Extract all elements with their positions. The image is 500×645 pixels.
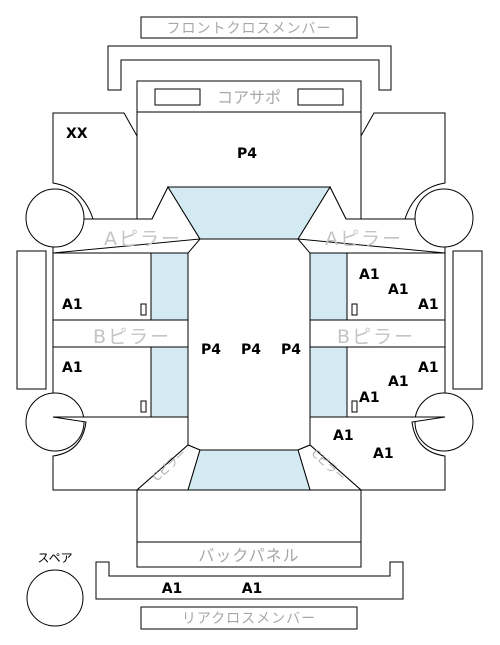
core-support-label: コアサポ <box>217 88 281 107</box>
rear-bumper-grade-2: A1 <box>242 581 263 597</box>
core-support-left-slot <box>154 88 201 106</box>
a-pillar-left-label: Aピラー <box>104 228 182 250</box>
wheel-front-left <box>25 188 85 248</box>
rear-window <box>187 449 311 491</box>
b-pillar-left <box>52 319 189 348</box>
b-pillar-left-label: Bピラー <box>93 326 171 348</box>
rear-window-left <box>150 346 189 418</box>
front-door-right <box>346 252 446 321</box>
b-pillar-right <box>309 319 446 348</box>
front-door-left-handle <box>140 303 147 316</box>
rear-cross-member-box <box>140 606 358 630</box>
roof-grade-left: P4 <box>201 342 221 358</box>
spare-label: スペア <box>37 551 72 565</box>
trunk-lid <box>136 489 362 543</box>
roof-grade-right: P4 <box>281 342 301 358</box>
front-door-right-grade-3: A1 <box>418 297 439 313</box>
rear-door-right-handle <box>351 400 358 413</box>
roof-grade-center: P4 <box>241 342 261 358</box>
rear-door-left-handle <box>140 400 147 413</box>
wheel-rear-left <box>25 392 85 452</box>
front-door-right-grade-1: A1 <box>359 267 380 283</box>
side-sill-right <box>452 250 483 390</box>
front-cross-member-label: フロントクロスメンバー <box>167 21 332 37</box>
rear-fender-right-grade-1: A1 <box>333 428 354 444</box>
front-fender-right <box>360 112 446 220</box>
core-support-right-slot <box>297 88 344 106</box>
wheel-rear-right <box>414 392 474 452</box>
back-panel <box>136 541 362 568</box>
rear-window-right <box>309 346 348 418</box>
front-door-left <box>52 252 152 321</box>
front-fender-left-grade: XX <box>66 126 88 142</box>
bonnet-grade: P4 <box>237 146 257 162</box>
side-sill-left <box>16 250 47 390</box>
front-cross-member-box <box>140 16 358 39</box>
front-door-left-grade: A1 <box>62 297 83 313</box>
rear-door-right-grade-3: A1 <box>359 390 380 406</box>
back-panel-label: バックパネル <box>198 546 299 565</box>
front-window-left <box>150 252 189 321</box>
rear-cross-member-label: リアクロスメンバー <box>182 611 316 627</box>
rear-bumper-grade-1: A1 <box>162 581 183 597</box>
rear-bumper <box>95 561 404 600</box>
wheel-front-right <box>414 188 474 248</box>
front-fender-left <box>52 112 138 220</box>
b-pillar-right-label: Bピラー <box>337 326 415 348</box>
rear-door-right-grade-2: A1 <box>388 374 409 390</box>
spare-tire <box>26 569 84 627</box>
front-door-right-grade-2: A1 <box>388 282 409 298</box>
rear-door-left-grade: A1 <box>62 360 83 376</box>
front-bumper <box>107 45 392 91</box>
rear-fender-right-grade-2: A1 <box>373 446 394 462</box>
rear-door-right-grade-1: A1 <box>418 360 439 376</box>
front-door-right-handle <box>351 303 358 316</box>
front-window-right <box>309 252 348 321</box>
a-pillar-right-label: Aピラー <box>325 228 403 250</box>
